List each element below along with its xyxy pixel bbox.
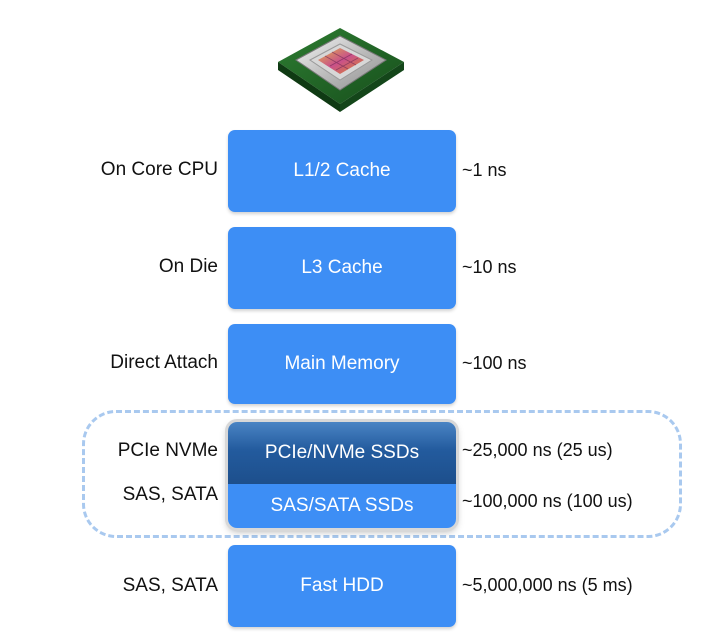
tier-location-label: SAS, SATA (122, 575, 218, 596)
tier-location-label: PCIe NVMe (117, 440, 218, 461)
tier-latency-label: ~100,000 ns (100 us) (462, 491, 633, 511)
tier-location-label: Direct Attach (110, 352, 218, 373)
tier-latency-label: ~5,000,000 ns (5 ms) (462, 575, 633, 595)
tier-box-sas-sata-ssds: SAS/SATA SSDs (228, 484, 456, 528)
tier-name: L3 Cache (301, 257, 383, 278)
tier-latency-label: ~10 ns (462, 257, 517, 277)
tier-latency-label: ~1 ns (462, 160, 507, 180)
tier-name: SAS/SATA SSDs (270, 495, 414, 516)
tier-name: Fast HDD (300, 575, 384, 596)
tier-box-l3-cache: L3 Cache (228, 227, 456, 309)
tier-name: Main Memory (284, 353, 400, 374)
tier-latency-label: ~100 ns (462, 353, 527, 373)
tier-name: PCIe/NVMe SSDs (264, 442, 420, 463)
tier-location-label: SAS, SATA (122, 484, 218, 505)
tier-box-pcie-nvme-ssds: PCIe/NVMe SSDs (228, 422, 456, 484)
tier-name: L1/2 Cache (293, 160, 391, 181)
tier-latency-label: ~25,000 ns (25 us) (462, 440, 613, 460)
tier-location-label: On Core CPU (100, 159, 218, 180)
ssd-tier-group: PCIe/NVMe SSDs SAS/SATA SSDs (228, 422, 456, 528)
tier-location-label: On Die (158, 256, 218, 277)
cpu-processor-icon (278, 28, 404, 112)
tier-box-l1-l2-cache: L1/2 Cache (228, 130, 456, 212)
ssd-group-outline (82, 410, 682, 538)
tier-box-fast-hdd: Fast HDD (228, 545, 456, 627)
tier-box-main-memory: Main Memory (228, 324, 456, 404)
